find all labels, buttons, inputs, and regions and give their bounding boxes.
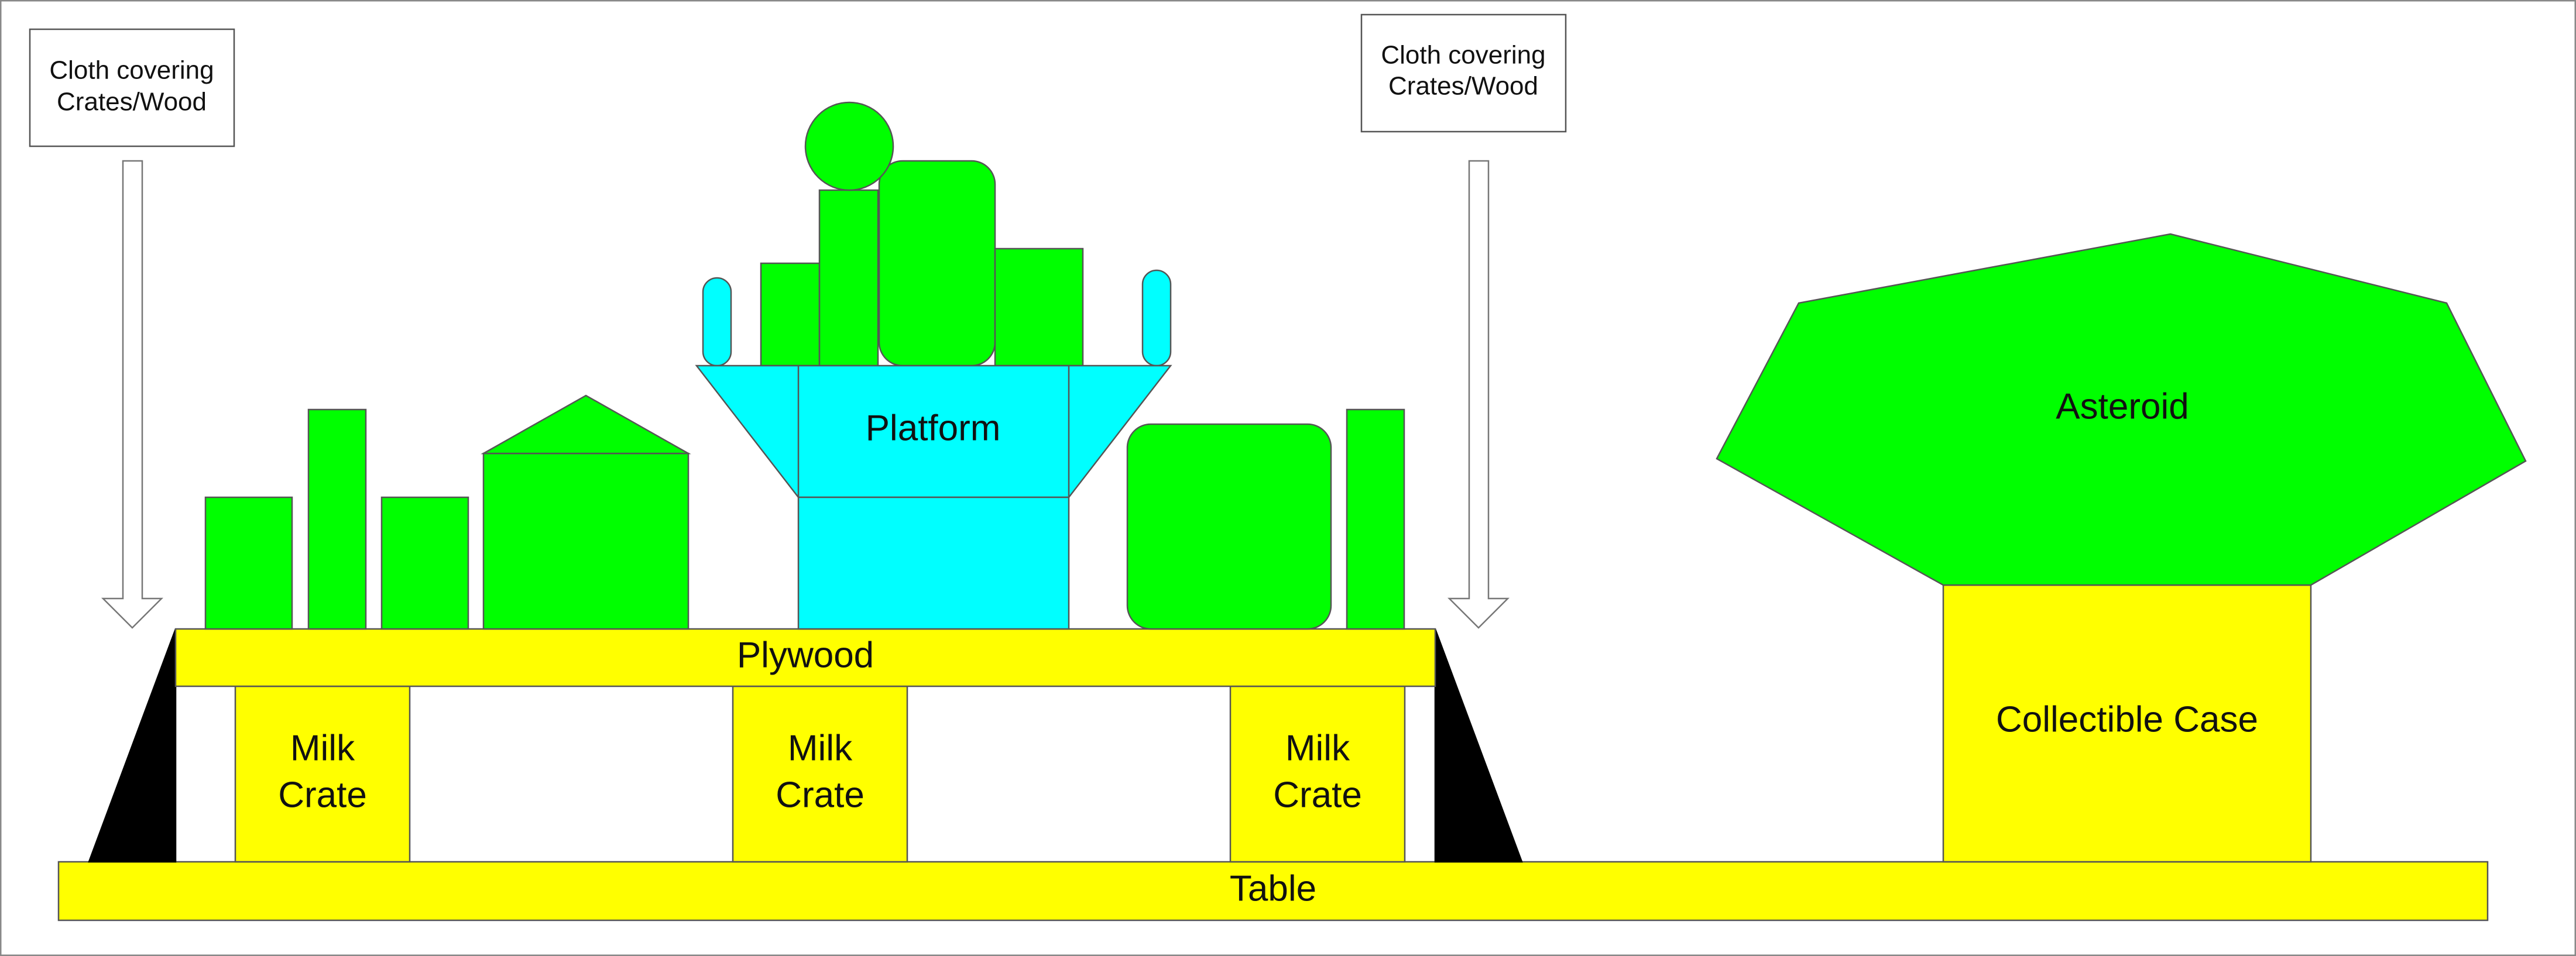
dome-sphere <box>804 101 894 191</box>
platform-building-b <box>818 189 879 367</box>
milk-crate-3 <box>1229 685 1406 863</box>
house-body <box>482 452 690 630</box>
building-rounded <box>1126 423 1332 630</box>
right-post <box>1141 269 1172 367</box>
milk-crate-3-label-line2: Crate <box>1273 775 1362 815</box>
milk-crate-3-label-line1: Milk <box>1285 728 1350 768</box>
cloth-label-left-line2: Crates/Wood <box>57 88 207 116</box>
right-support <box>1434 628 1523 863</box>
milk-crate-2 <box>732 685 908 863</box>
platform-building-a <box>760 262 821 367</box>
platform-label: Platform <box>866 408 1001 448</box>
asteroid-shape <box>1716 233 2527 586</box>
building-3 <box>380 496 469 630</box>
asteroid-label: Asteroid <box>2056 386 2189 427</box>
milk-crate-2-label-line1: Milk <box>788 728 853 768</box>
table-label: Table <box>1230 868 1316 909</box>
house-roof <box>481 394 691 455</box>
platform-building-d <box>994 247 1084 367</box>
building-1 <box>204 496 293 630</box>
cloth-label-right-line2: Crates/Wood <box>1388 72 1538 101</box>
milk-crate-1-label-line1: Milk <box>290 728 355 768</box>
plywood-block <box>174 628 1436 687</box>
left-support <box>88 628 177 863</box>
plywood-label: Plywood <box>737 635 874 675</box>
arrow-down-left <box>101 160 164 629</box>
cloth-label-left-line1: Cloth covering <box>49 56 214 85</box>
collectible-case-block <box>1942 584 2312 863</box>
milk-crate-1-label-line2: Crate <box>278 775 367 815</box>
cloth-label-box-right <box>1360 13 1567 133</box>
platform-building-c <box>878 160 996 367</box>
left-post <box>702 277 732 367</box>
milk-crate-1 <box>234 685 411 863</box>
milk-crate-2-label-line2: Crate <box>776 775 865 815</box>
cloth-label-box-left <box>29 28 235 147</box>
building-right-tall <box>1346 408 1405 630</box>
cloth-label-right-line1: Cloth covering <box>1381 41 1545 70</box>
building-2-tall <box>307 408 367 630</box>
collectible-case-label: Collectible Case <box>1996 699 2258 740</box>
platform-base <box>797 496 1070 630</box>
arrow-down-right <box>1447 160 1510 629</box>
